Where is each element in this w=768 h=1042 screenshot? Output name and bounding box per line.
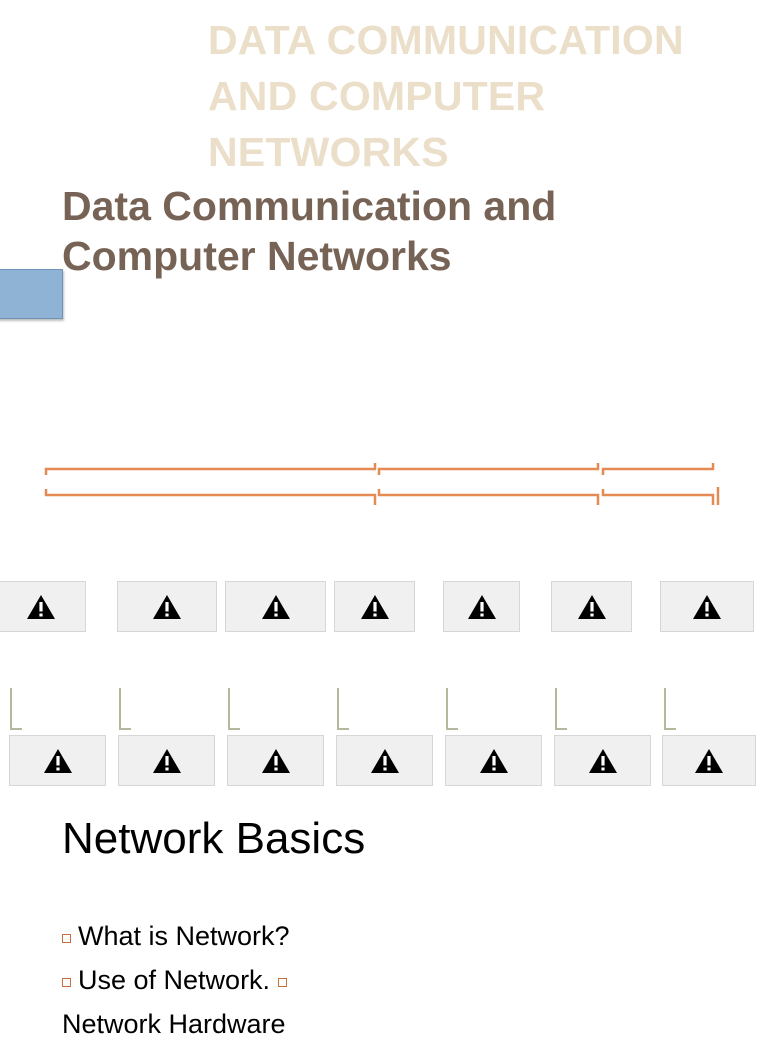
warning-icon: [695, 748, 723, 773]
warning-icon: [693, 594, 721, 619]
bracket-top-3: [601, 463, 715, 475]
warning-icon: [467, 594, 496, 619]
document-title: Data Communication and Computer Networks: [62, 183, 557, 279]
image-placeholder: [660, 581, 754, 632]
image-placeholder: [0, 581, 86, 632]
image-placeholder: [445, 735, 542, 786]
bullet-text: Network Hardware: [62, 1009, 286, 1039]
bracket-diagram: [44, 463, 720, 505]
warning-icon: [577, 594, 606, 619]
warning-icon: [27, 594, 55, 619]
corner-mark: [664, 688, 676, 730]
image-placeholder: [443, 581, 520, 632]
image-placeholder: [118, 735, 215, 786]
image-placeholder: [227, 735, 324, 786]
bracket-top-2: [377, 463, 600, 475]
corner-mark: [555, 688, 567, 730]
image-placeholder: [662, 735, 756, 786]
warning-icon: [153, 594, 181, 619]
image-placeholder: [336, 735, 433, 786]
bullet-item: What is Network?: [62, 918, 290, 954]
section-heading: Network Basics: [62, 814, 366, 863]
bracket-bottom-2: [377, 489, 600, 505]
image-placeholder: [117, 581, 217, 632]
image-placeholder: [551, 581, 632, 632]
corner-mark: [337, 688, 349, 730]
bullet-item: Use of Network.: [62, 962, 288, 998]
bullet-text: Use of Network.: [78, 965, 271, 995]
bullet-marker: [62, 934, 71, 944]
warning-icon: [370, 748, 399, 773]
bracket-bottom-1: [44, 489, 377, 505]
watermark-title: DATA COMMUNICATION AND COMPUTER NETWORKS: [208, 17, 684, 175]
warning-icon: [261, 748, 290, 773]
warning-icon: [360, 594, 389, 619]
bullet-text: What is Network?: [78, 921, 290, 951]
warning-icon: [479, 748, 508, 773]
image-placeholder: [225, 581, 326, 632]
corner-mark: [228, 688, 240, 730]
image-placeholder: [9, 735, 106, 786]
bracket-top-1: [44, 463, 377, 475]
bullet-item: Network Hardware: [62, 1006, 286, 1042]
corner-mark: [446, 688, 458, 730]
bullet-marker: [278, 978, 288, 988]
warning-icon: [588, 748, 617, 773]
corner-mark: [10, 688, 22, 730]
bracket-bottom-3: [601, 487, 720, 505]
warning-icon: [43, 748, 72, 773]
warning-icon: [152, 748, 181, 773]
blue-tab-shape: [0, 269, 63, 319]
image-placeholder: [554, 735, 651, 786]
warning-icon: [261, 594, 290, 619]
image-placeholder: [334, 581, 415, 632]
corner-mark: [119, 688, 131, 730]
bullet-marker: [62, 978, 71, 988]
